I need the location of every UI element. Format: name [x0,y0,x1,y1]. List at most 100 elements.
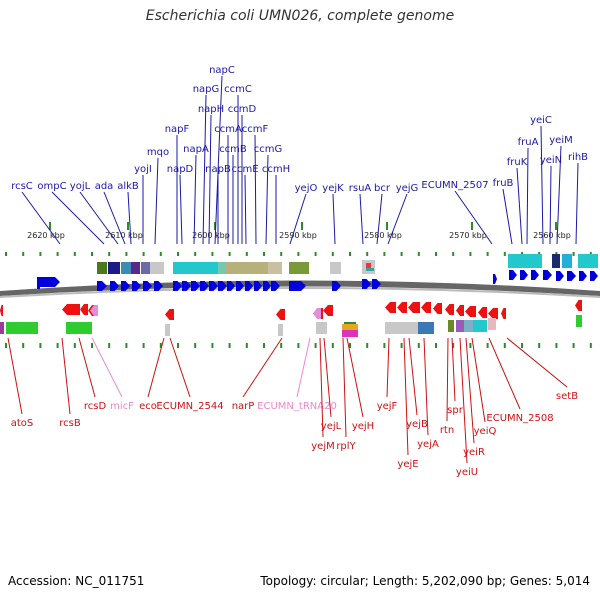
forward-gene-arrow [209,281,218,291]
forward-gene-arrow [543,270,552,280]
forward-feature-block [97,262,107,274]
reverse-label-leader [169,337,191,398]
forward-label-leader [549,165,552,245]
forward-gene-arrow [567,271,576,281]
reverse-gene-label: rcsB [59,418,81,429]
reverse-gene-arrow [433,303,442,314]
forward-gene-arrow [263,281,271,291]
reverse-gene-label: yejB [406,419,428,430]
reverse-rna-arrow [90,305,98,316]
forward-label-leader [387,193,408,245]
forward-gene-label: ccmC [224,84,252,95]
reverse-feature-block [488,318,496,330]
forward-feature-block [150,262,164,274]
reverse-label-leader [465,337,475,444]
forward-gene-arrow [590,271,598,281]
forward-gene-label: ECUMN_2507 [421,180,488,191]
forward-feature-block [226,262,268,274]
forward-gene-label: bcr [374,183,391,194]
forward-gene-label: napF [165,124,190,135]
reverse-feature-block [385,322,420,334]
reverse-label-leader [7,337,23,415]
reverse-gene-label: rtn [440,425,454,436]
forward-gene-label: napH [198,104,224,115]
reverse-gene-label: rplY [336,441,356,452]
reverse-label-leader [346,337,364,418]
forward-gene-label: napC [209,65,235,76]
forward-gene-label: ccmG [254,144,283,155]
reverse-label-leader [147,337,165,398]
forward-label-leader [454,190,493,245]
forward-feature-block [268,262,282,274]
reverse-label-leader [446,337,449,422]
forward-gene-label: napG [193,84,220,95]
reverse-gene-label: atoS [11,418,34,429]
reverse-gene-label: narP [232,401,255,412]
forward-label-leader [540,125,544,245]
forward-label-leader [359,193,364,245]
reverse-rna-arrow [313,308,321,319]
forward-gene-label: ccmF [242,124,269,135]
forward-gene-arrow [132,281,141,291]
forward-label-leader [516,167,523,245]
reverse-label-leader [423,337,429,436]
genome-summary: Topology: circular; Length: 5,202,090 bp… [260,574,590,588]
reverse-gene-arrow [165,309,174,320]
reverse-feature-block [6,322,38,334]
reverse-gene-arrow [575,300,582,311]
reverse-gene-arrow [478,307,487,318]
forward-label-leader [202,94,207,245]
reverse-label-leader [342,337,347,438]
forward-label-leader [193,154,197,245]
forward-label-leader [179,174,183,245]
forward-gene-arrow [218,281,227,291]
forward-gene-label: mqo [147,147,169,158]
forward-gene-label: fruK [507,157,528,168]
forward-label-leader [21,191,61,245]
reverse-gene-label: yejM [311,441,334,452]
forward-gene-label: ccmE [231,164,258,175]
reverse-gene-label: ECUMN_tRNA20 [257,401,337,412]
reverse-feature-block [464,320,473,332]
forward-gene-arrow [531,270,539,280]
reverse-feature-block [576,315,582,327]
forward-label-leader [526,147,529,245]
forward-feature-block [366,268,374,271]
forward-gene-arrow [556,271,564,281]
reverse-feature-block [165,324,170,336]
reverse-feature-block [278,324,283,336]
forward-gene-label: napB [205,164,231,175]
reverse-feature-block [456,320,464,332]
reverse-label-leader [506,337,568,388]
forward-label-leader [289,193,307,245]
forward-feature-block [131,262,140,274]
reverse-gene-arrow [0,305,3,316]
forward-gene-arrow [121,281,130,291]
reverse-gene-arrow [323,305,333,316]
reverse-gene-label: yeiU [456,467,478,478]
reverse-feature-block [448,320,454,332]
forward-gene-arrow [254,281,262,291]
reverse-gene-arrow [465,306,476,317]
forward-feature-block [141,262,150,274]
forward-gene-arrow [110,281,119,291]
forward-feature-block [121,262,131,274]
forward-gene-arrow [37,277,40,289]
scale-tick-label: 2570 kbp [449,231,487,240]
reverse-gene-label: yejL [321,421,342,432]
reverse-gene-label: yejF [377,401,398,412]
scale-tick-label: 2620 kbp [27,231,65,240]
scale-tick-label: 2580 kbp [364,231,402,240]
scale-tick-label: 2600 kbp [192,231,230,240]
forward-gene-label: yeiC [530,115,552,126]
forward-gene-arrow [182,281,191,291]
forward-gene-label: yejO [295,183,318,194]
forward-gene-label: rihB [568,152,588,163]
forward-gene-arrow [509,270,517,280]
forward-gene-label: yeiM [549,135,572,146]
forward-gene-arrow [154,281,163,291]
reverse-label-leader [323,337,332,418]
forward-gene-label: ccmA [214,124,242,135]
